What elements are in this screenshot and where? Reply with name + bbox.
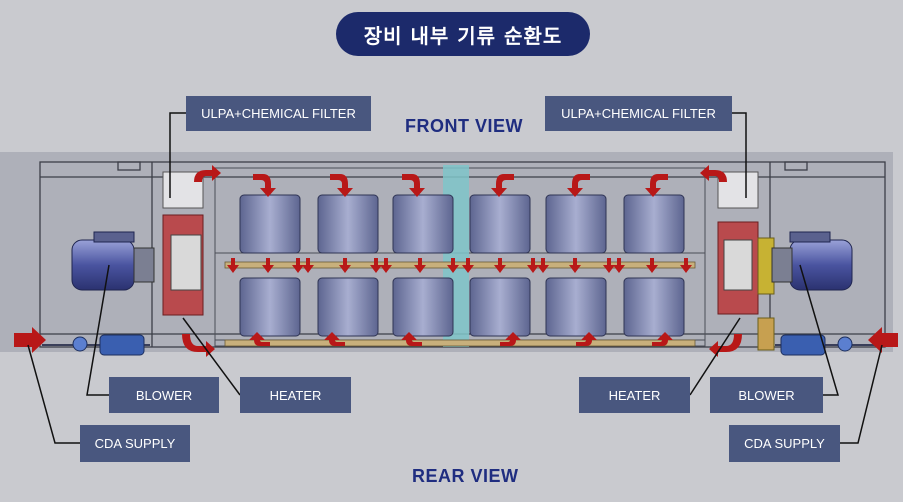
cda-supply-label-left: CDA SUPPLY (80, 425, 190, 462)
heater-units (162, 214, 775, 351)
cda-supply-label-right: CDA SUPPLY (729, 425, 840, 462)
process-pods (239, 194, 685, 337)
ulpa-filter-label-left: ULPA+CHEMICAL FILTER (186, 96, 371, 131)
blower-left (71, 231, 155, 291)
rear-view-label: REAR VIEW (412, 466, 519, 486)
cda-inlet-arrow-left (14, 327, 46, 353)
heater-label-left: HEATER (240, 377, 351, 413)
cda-inlet-arrow-right (868, 327, 898, 353)
leader-lines (27, 112, 883, 444)
airflow-arrows (182, 165, 742, 357)
heater-label-right: HEATER (579, 377, 690, 413)
blower-right (771, 231, 853, 291)
page-title: 장비 내부 기류 순환도 (336, 12, 590, 56)
blower-label-right: BLOWER (710, 377, 823, 413)
ulpa-filter-label-right: ULPA+CHEMICAL FILTER (545, 96, 732, 131)
shelf-rails (224, 261, 696, 347)
cda-piping-right (775, 334, 885, 356)
blower-label-left: BLOWER (109, 377, 219, 413)
front-view-label: FRONT VIEW (405, 116, 523, 136)
